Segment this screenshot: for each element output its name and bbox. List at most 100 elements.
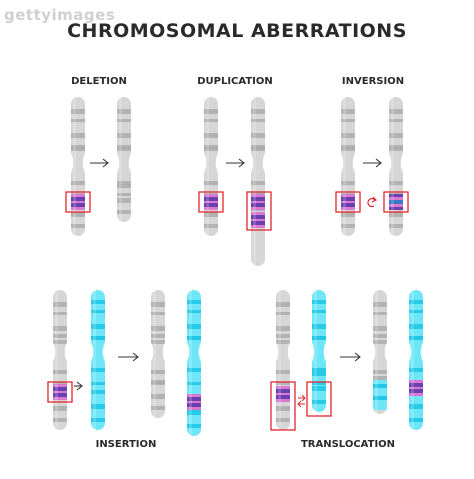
- chromosome-band: [187, 424, 201, 428]
- chromosome-band: [409, 300, 423, 304]
- chromosome-band: [276, 312, 290, 315]
- chromosome-band: [276, 399, 290, 402]
- chromosome-band: [251, 215, 265, 219]
- chromosome-band: [187, 403, 201, 407]
- chromosome-band: [71, 201, 85, 203]
- chromosome-band: [409, 383, 423, 387]
- chromosome-band: [409, 310, 423, 313]
- chromosome-band: [312, 382, 326, 385]
- right-arrow-icon: [90, 158, 109, 168]
- chromosome-band: [409, 404, 423, 409]
- chromosome-band: [373, 384, 387, 388]
- chromosome-translocation-gray-result: [373, 290, 387, 414]
- chromosome-band: [53, 302, 67, 307]
- chromosome-band: [117, 198, 131, 203]
- chromosome-band: [389, 212, 403, 217]
- chromosome-band: [204, 201, 218, 203]
- chromosome-band: [276, 395, 290, 399]
- chromosome-band: [276, 418, 290, 422]
- chromosome-band: [71, 197, 85, 201]
- chromosome-band: [312, 386, 326, 391]
- chromosome-band: [373, 334, 387, 338]
- chromosome-band: [389, 200, 403, 204]
- chromosome-band: [276, 382, 290, 385]
- watermark: gettyimages: [4, 6, 116, 24]
- chromosome-band: [151, 302, 165, 307]
- chromosome-band: [409, 324, 423, 329]
- chromosome-band: [53, 370, 67, 374]
- chromosome-band: [276, 302, 290, 307]
- chromosome-band: [53, 397, 67, 400]
- chromosome-band: [276, 340, 290, 344]
- chromosome-band: [91, 404, 105, 409]
- insertion-move-arrow: [74, 381, 83, 391]
- label-insertion: INSERTION: [95, 439, 157, 450]
- chromosome-duplication-original: [204, 97, 218, 236]
- chromosome-deletion-result-body: [117, 97, 131, 222]
- chromosome-band: [251, 119, 265, 122]
- chromosome-band: [312, 372, 326, 376]
- chromosome-insertion-gray-result: [151, 290, 165, 418]
- chromosome-band: [389, 145, 403, 149]
- chromosome-band: [251, 207, 265, 210]
- chromosome-band: [251, 203, 265, 207]
- chromosome-band: [373, 326, 387, 331]
- chromosome-band: [187, 401, 201, 403]
- chromosome-insertion-cyan-result: [187, 290, 201, 436]
- rotate-arrow-icon: [367, 196, 378, 208]
- chromosome-band: [71, 181, 85, 185]
- chromosome-band: [53, 312, 67, 315]
- chromosome-band: [341, 119, 355, 122]
- chromosome-band: [53, 406, 67, 411]
- chromosome-band: [312, 310, 326, 313]
- chromosome-band: [373, 396, 387, 400]
- highlight-box-duplication-original: [198, 191, 224, 213]
- chromosome-band: [91, 324, 105, 329]
- chromosome-band: [251, 225, 265, 228]
- chromosome-band: [151, 312, 165, 315]
- chromosome-band: [341, 133, 355, 138]
- chromosome-band: [187, 407, 201, 410]
- chromosome-band: [117, 109, 131, 114]
- chromosome-band: [71, 203, 85, 207]
- right-arrow-icon: [363, 158, 382, 168]
- chromosome-band: [117, 210, 131, 214]
- label-deletion: DELETION: [71, 76, 127, 87]
- chromosome-band: [151, 394, 165, 399]
- chromosome-band: [276, 334, 290, 338]
- chromosome-band: [341, 207, 355, 210]
- chromosome-band: [71, 133, 85, 138]
- chromosome-band: [409, 380, 423, 383]
- chromosome-band: [117, 181, 131, 185]
- chromosome-band: [187, 368, 201, 372]
- highlight-box-translocation-cyan: [306, 381, 332, 417]
- chromosome-band: [151, 380, 165, 384]
- chromosome-band: [373, 370, 387, 374]
- chromosome-band: [409, 393, 423, 396]
- chromosome-band: [341, 203, 355, 207]
- chromosome-band: [276, 389, 290, 393]
- chromosome-band: [341, 181, 355, 185]
- chromosome-band: [71, 224, 85, 228]
- chromosome-band: [409, 418, 423, 422]
- chromosome-deletion-result: [117, 97, 131, 222]
- chromosome-band: [91, 418, 105, 422]
- chromosome-band: [341, 201, 355, 203]
- chromosome-band: [53, 326, 67, 331]
- chromosome-band: [204, 197, 218, 201]
- right-arrow-icon: [340, 352, 361, 362]
- chromosome-translocation-gray-original: [276, 290, 290, 430]
- chromosome-band: [151, 340, 165, 344]
- chromosome-band: [389, 224, 403, 228]
- chromosome-band: [187, 382, 201, 385]
- chromosome-band: [204, 224, 218, 228]
- chromosome-band: [204, 133, 218, 138]
- chromosome-band: [187, 397, 201, 401]
- chromosome-insertion-gray-result-body: [151, 290, 165, 418]
- chromosome-band: [204, 203, 218, 207]
- chromosome-band: [187, 336, 201, 340]
- chromosome-band: [204, 194, 218, 197]
- chromosome-band: [53, 418, 67, 422]
- chromosome-band: [251, 201, 265, 203]
